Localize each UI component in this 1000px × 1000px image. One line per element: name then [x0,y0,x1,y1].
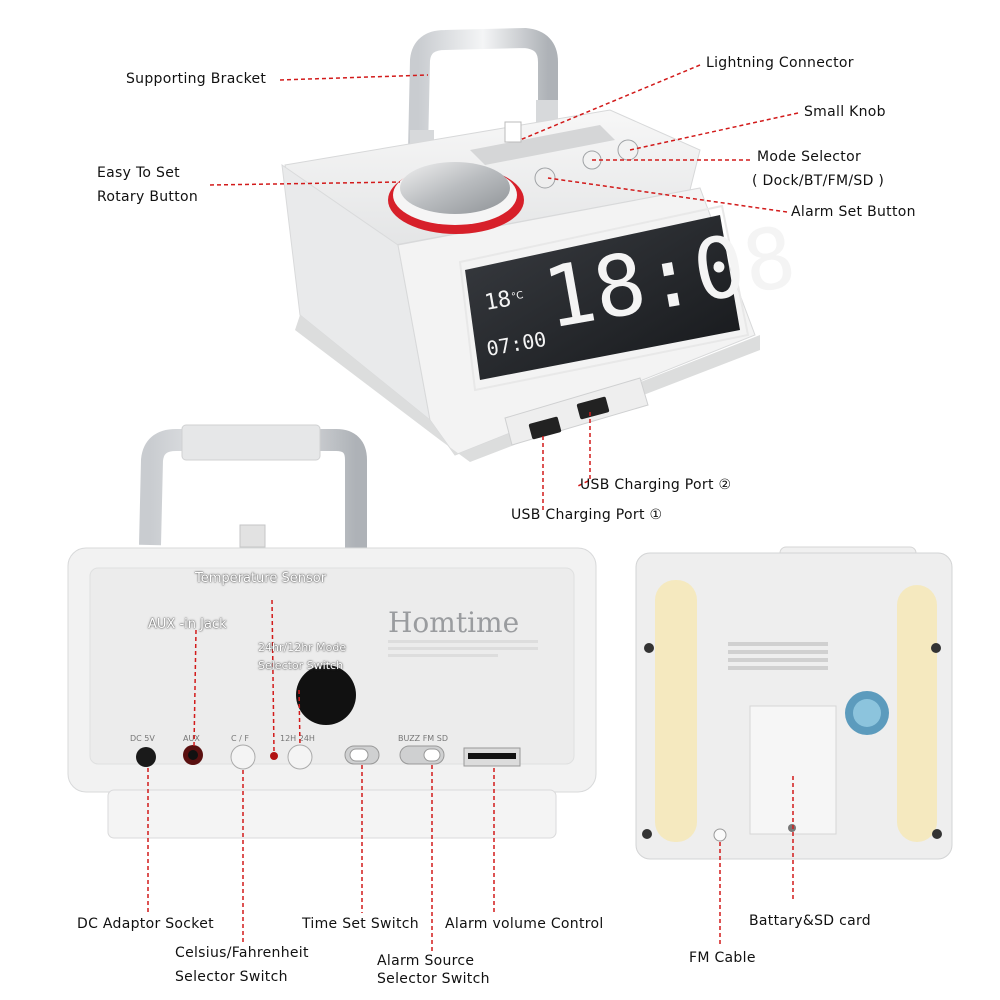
source-mark: BUZZ FM SD [398,734,448,743]
label-alarm-source-line2: Selector Switch [377,971,490,987]
brand-logo: Homtime [388,606,519,639]
aux-mark: AUX [183,734,200,743]
label-usb-port-1: USB Charging Port ① [511,507,663,523]
label-small-knob: Small Knob [804,104,886,120]
label-celsius-line2: Selector Switch [175,969,288,985]
label-alarm-volume: Alarm volume Control [445,916,604,932]
label-alarm-set-button: Alarm Set Button [791,204,916,220]
dc5v-mark: DC 5V [130,734,155,743]
label-hr-mode-line1: 24hr/12hr Mode [258,641,347,654]
label-time-set-switch: Time Set Switch [302,916,419,932]
leader-supporting-bracket [279,74,429,81]
screen-temp: 18 [483,287,513,316]
leader-aux-jack [193,629,197,747]
label-usb-port-2: USB Charging Port ② [580,477,732,493]
hour-mark: 12H 24H [280,734,315,743]
label-alarm-source-line1: Alarm Source [377,953,475,969]
leader-lightning-connector [519,64,701,141]
label-hr-mode-line2: Selector Switch [258,659,344,672]
front-device [281,27,760,462]
cf-mark: C / F [231,734,249,743]
label-lightning-connector: Lightning Connector [706,55,854,71]
leader-hr-mode [298,689,301,747]
leader-alarm-set [547,177,788,213]
label-rotary-line2: Rotary Button [97,189,199,205]
label-mode-selector-line1: Mode Selector [757,149,862,165]
leader-temperature-sensor [271,599,275,753]
label-mode-selector-line2: ( Dock/BT/FM/SD ) [752,173,885,189]
back-device: DC 5V AUX C / F 12H 24H BUZZ FM SD Homti… [67,424,597,839]
label-temperature-sensor: Temperature Sensor [195,571,327,586]
leader-rotary-button [209,181,401,186]
label-supporting-bracket: Supporting Bracket [126,71,267,87]
label-battery-sd: Battary&SD card [749,913,871,929]
bottom-device [635,546,953,860]
screen-temp-unit: °C [511,290,525,303]
label-rotary-line1: Easy To Set [97,165,180,181]
label-dc-adaptor: DC Adaptor Socket [77,916,214,932]
label-celsius-line1: Celsius/Fahrenheit [175,945,309,961]
leader-usb-2 [577,412,591,487]
leader-small-knob [629,112,799,151]
label-fm-cable: FM Cable [689,950,756,966]
label-aux-in-jack: AUX -in Jack [148,617,227,632]
